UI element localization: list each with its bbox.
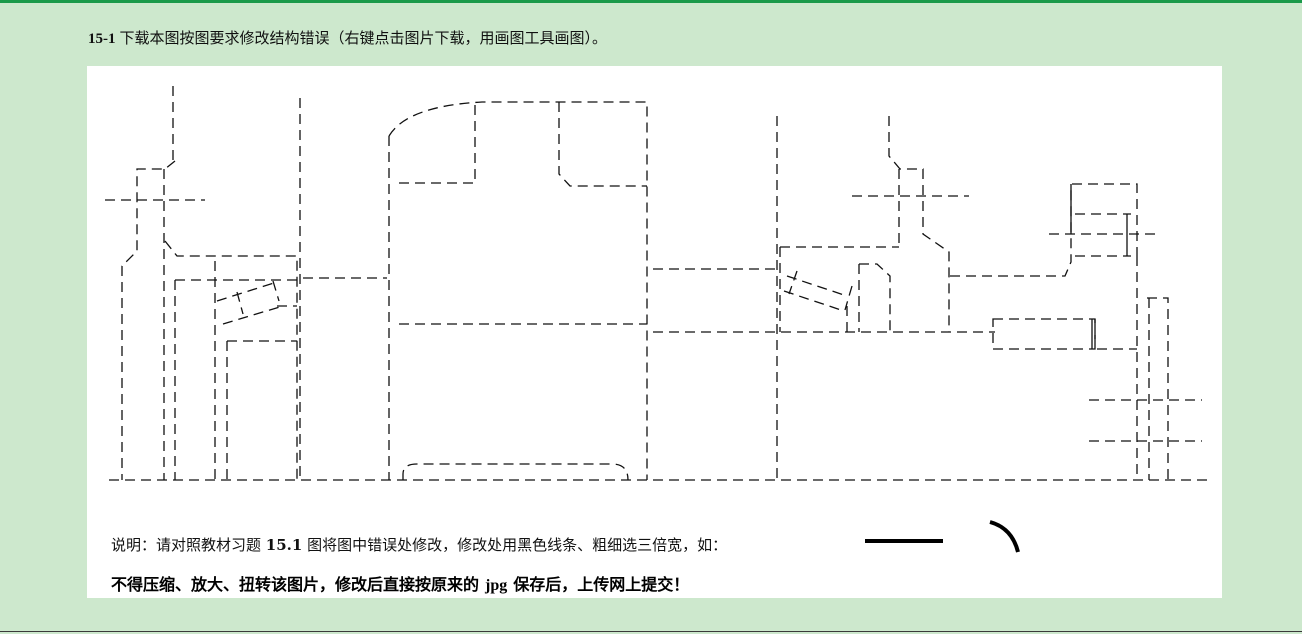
warning-note: 不得压缩、放大、扭转该图片，修改后直接按原来的 jpg 保存后，上传网上提交！ xyxy=(111,571,689,595)
note-prefix: 说明：请对照教材习题 xyxy=(111,536,262,554)
note-suffix: 图将图中错误处修改，修改处用黑色线条、粗细选三倍宽，如： xyxy=(307,536,728,554)
warning-suffix: 保存后，上传网上提交！ xyxy=(513,575,690,594)
warning-prefix: 不得压缩、放大、扭转该图片，修改后直接按原来的 xyxy=(111,575,480,594)
top-divider xyxy=(0,0,1302,3)
shaft-structure-drawing xyxy=(105,86,1207,553)
note-exercise-number: 15.1 xyxy=(265,536,303,554)
question-number: 15-1 xyxy=(88,31,116,47)
exercise-figure[interactable]: 说明：请对照教材习题 15.1 图将图中错误处修改，修改处用黑色线条、粗细选三倍… xyxy=(87,66,1222,598)
question-text: 下载本图按图要求修改结构错误（右键点击图片下载，用画图工具画图）。 xyxy=(119,29,608,47)
instruction-note: 说明：请对照教材习题 15.1 图将图中错误处修改，修改处用黑色线条、粗细选三倍… xyxy=(111,534,727,555)
warning-format: jpg xyxy=(485,577,508,594)
bottom-divider xyxy=(0,631,1302,632)
